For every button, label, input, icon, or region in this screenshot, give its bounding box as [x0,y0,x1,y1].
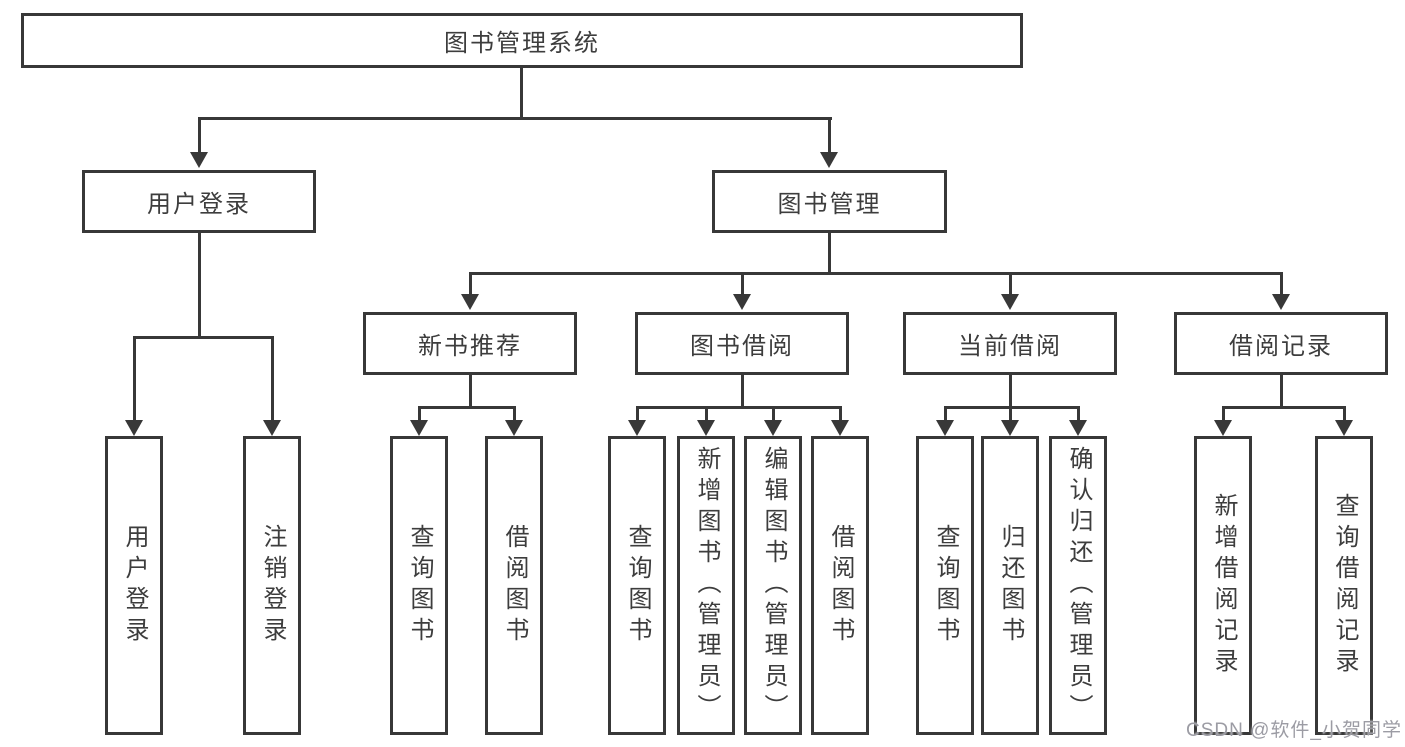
node-book-management: 图书管理 [712,170,947,233]
connector-line [1221,406,1225,420]
arrow-down-icon [628,420,646,436]
connector-line [771,406,775,420]
leaf-bb-query-books: 查询图书 [608,436,666,735]
connector-line [1008,406,1012,420]
connector-line [197,232,201,336]
node-current-borrow: 当前借阅 [903,312,1117,375]
arrow-down-icon [461,294,479,310]
leaf-rec-borrow-books: 借阅图书 [485,436,543,735]
leaf-rec-query-books-label: 查询图书 [406,523,433,648]
connector-line [740,374,744,406]
connector-line [1221,406,1346,409]
leaf-user-login-label: 用户登录 [121,523,148,648]
connector-line [1008,374,1012,406]
node-new-book-recommend-label: 新书推荐 [418,333,522,360]
arrow-down-icon [831,420,849,436]
arrow-down-icon [263,420,281,436]
leaf-cb-return-books-label: 归还图书 [997,523,1024,648]
connector-line [468,272,472,294]
leaf-rec-query-books: 查询图书 [390,436,448,735]
leaf-bb-edit-books-admin-label: 编辑图书（管理员） [760,446,787,725]
connector-line [838,406,842,420]
node-borrow-record-label: 借阅记录 [1229,333,1333,360]
connector-line [468,272,1283,275]
arrow-down-icon [1001,294,1019,310]
leaf-bb-edit-books-admin: 编辑图书（管理员） [744,436,802,735]
leaf-user-login: 用户登录 [105,436,163,735]
connector-line [1342,406,1346,420]
connector-line [943,406,1080,409]
leaf-br-query-record: 查询借阅记录 [1315,436,1373,735]
connector-line [132,336,274,339]
leaf-rec-borrow-books-label: 借阅图书 [501,523,528,648]
arrow-down-icon [1214,420,1232,436]
node-user-login-label: 用户登录 [147,191,251,218]
connector-line [197,117,832,120]
connector-line [468,374,472,406]
arrow-down-icon [190,152,208,168]
connector-line [740,272,744,294]
leaf-bb-borrow-books: 借阅图书 [811,436,869,735]
arrow-down-icon [125,420,143,436]
node-current-borrow-label: 当前借阅 [958,333,1062,360]
connector-line [943,406,947,420]
leaf-bb-add-books-admin-label: 新增图书（管理员） [693,446,720,725]
connector-line [635,406,639,420]
arrow-down-icon [1335,420,1353,436]
leaf-br-query-record-label: 查询借阅记录 [1331,492,1358,679]
arrow-down-icon [1069,420,1087,436]
node-root: 图书管理系统 [21,13,1023,68]
arrow-down-icon [697,420,715,436]
leaf-cb-query-books-label: 查询图书 [932,523,959,648]
node-book-management-label: 图书管理 [777,191,882,218]
arrow-down-icon [505,420,523,436]
connector-line [1008,272,1012,294]
node-book-borrow: 图书借阅 [635,312,849,375]
arrow-down-icon [733,294,751,310]
leaf-cb-query-books: 查询图书 [916,436,974,735]
watermark-text: CSDN @软件_小贺同学 [1186,720,1402,741]
connector-line [1279,272,1283,294]
connector-line [827,233,831,272]
leaf-logout-label: 注销登录 [259,523,286,648]
connector-line [417,406,516,409]
node-root-label: 图书管理系统 [444,30,600,57]
connector-line [132,336,136,420]
connector-line [1279,374,1283,406]
leaf-cb-return-books: 归还图书 [981,436,1039,735]
arrow-down-icon [936,420,954,436]
arrow-down-icon [820,152,838,168]
node-borrow-record: 借阅记录 [1174,312,1388,375]
connector-line [417,406,421,420]
arrow-down-icon [764,420,782,436]
connector-line [519,68,523,117]
arrow-down-icon [410,420,428,436]
connector-line [1076,406,1080,420]
leaf-bb-add-books-admin: 新增图书（管理员） [677,436,735,735]
node-book-borrow-label: 图书借阅 [690,333,794,360]
arrow-down-icon [1001,420,1019,436]
leaf-cb-confirm-return-admin: 确认归还（管理员） [1049,436,1107,735]
node-new-book-recommend: 新书推荐 [363,312,577,375]
node-user-login: 用户登录 [82,170,316,233]
arrow-down-icon [1272,294,1290,310]
connector-line [197,117,201,152]
leaf-bb-borrow-books-label: 借阅图书 [827,523,854,648]
leaf-cb-confirm-return-admin-label: 确认归还（管理员） [1065,446,1092,725]
connector-line [270,336,274,420]
connector-line [704,406,708,420]
leaf-bb-query-books-label: 查询图书 [624,523,651,648]
leaf-logout: 注销登录 [243,436,301,735]
connector-line [512,406,516,420]
connector-line [827,117,831,152]
leaf-br-add-record: 新增借阅记录 [1194,436,1252,735]
leaf-br-add-record-label: 新增借阅记录 [1210,492,1237,679]
connector-line [635,406,842,409]
